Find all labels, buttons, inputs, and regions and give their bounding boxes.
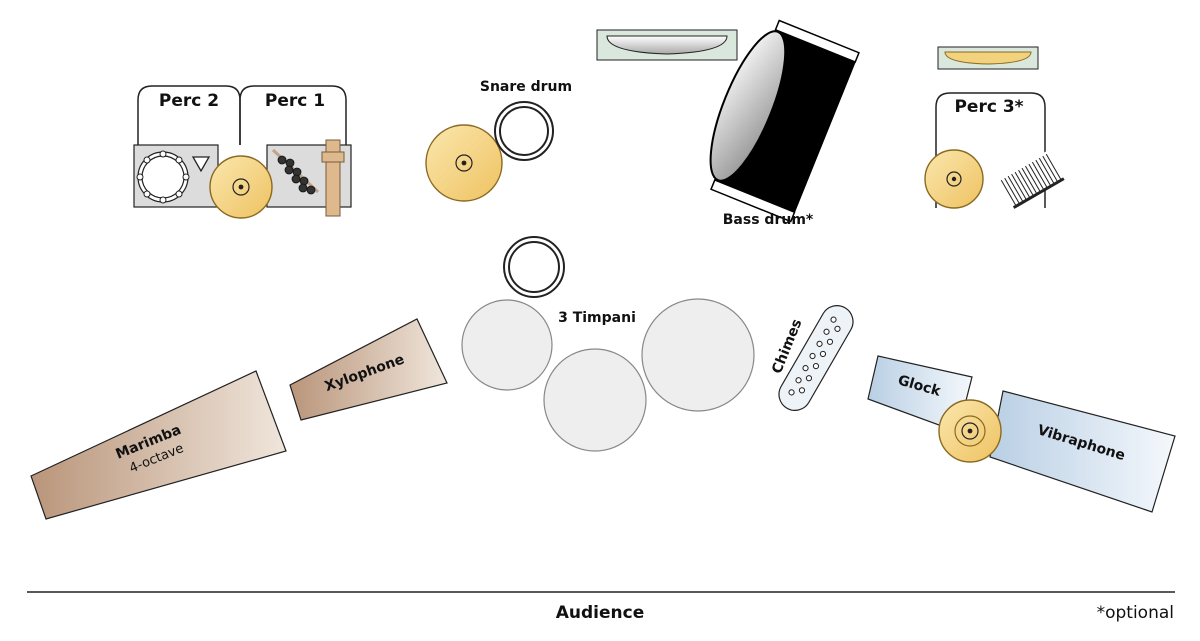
timpani-drum-1 (461, 299, 553, 391)
timpani-drum-3 (641, 298, 755, 412)
triangle-icon (191, 156, 211, 173)
marimba: Marimba 4-octave (30, 370, 287, 520)
xylophone: Xylophone (289, 318, 448, 421)
slapstick-icon (321, 139, 345, 217)
timpani-drum-2 (543, 348, 647, 452)
footnote-optional: *optional (1097, 603, 1174, 623)
audience-label: Audience (556, 603, 645, 623)
wind-chimes-icon (996, 150, 1065, 209)
perc3-label: Perc 3* (954, 97, 1023, 117)
perc3-station: Perc 3* (924, 46, 1065, 209)
tambourine-icon (136, 150, 190, 204)
timpani-group: 3 Timpani (461, 236, 755, 452)
marimba-body (30, 370, 287, 520)
perc1-label: Perc 1 (265, 91, 325, 111)
snare-drum-head (494, 101, 554, 161)
perc3-outline (935, 92, 1046, 208)
timpani-tuning-drum (503, 236, 565, 298)
timpani-label: 3 Timpani (558, 310, 636, 326)
snare-drum: Snare drum (425, 79, 572, 202)
sleigh-bells-icon (271, 148, 320, 195)
bass-drum-label: Bass drum* (723, 212, 814, 228)
perc2-outline (137, 85, 241, 145)
xylophone-body (289, 318, 448, 421)
bass-drum-shell (709, 19, 860, 223)
snare-label: Snare drum (480, 79, 572, 95)
chimes: Chimes (769, 305, 854, 411)
glock-vibe-cymbal (938, 399, 1002, 463)
perc-shared-cymbal (209, 155, 273, 219)
bass-drum: Bass drum* (596, 19, 860, 228)
perc1-outline (239, 85, 347, 145)
perc2-station: Perc 2 (133, 85, 241, 208)
perc2-label: Perc 2 (159, 91, 219, 111)
chimes-frame (778, 305, 854, 411)
vibraphone: Vibraphone (989, 390, 1176, 513)
